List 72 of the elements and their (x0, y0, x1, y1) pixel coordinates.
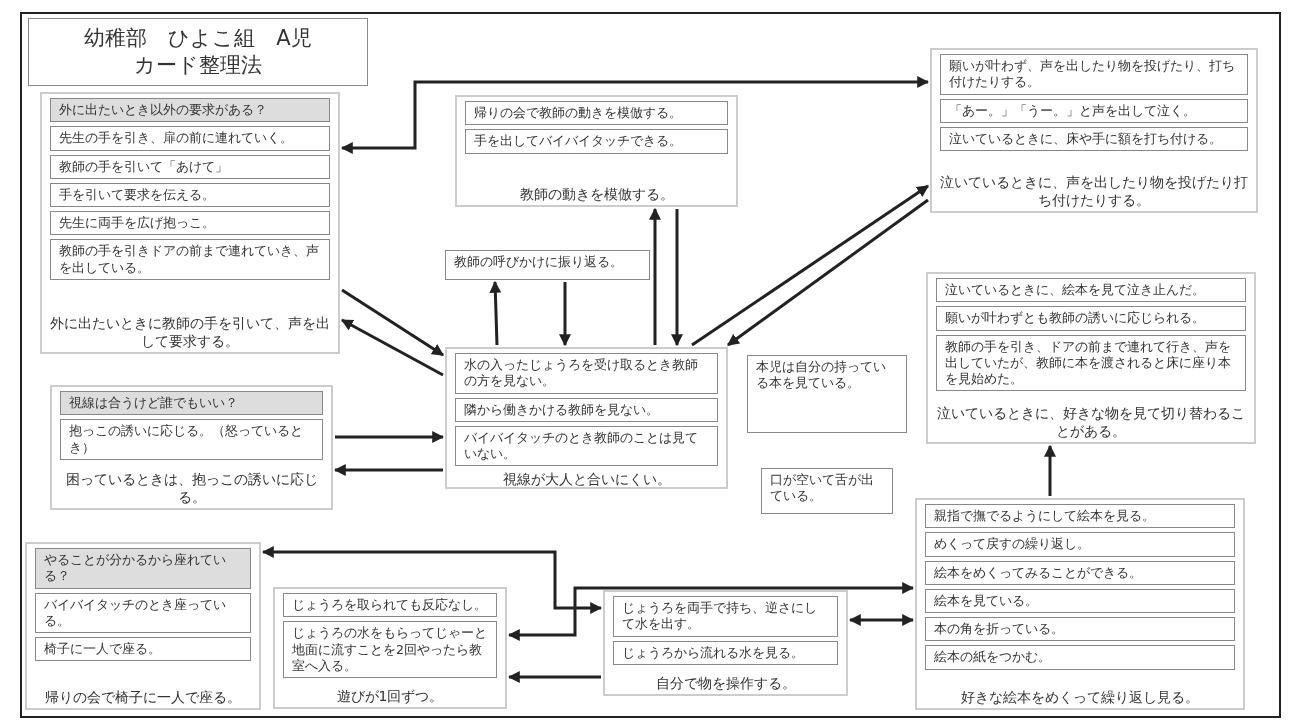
note-card: 泣いているときに、床や手に額を打ち付ける。 (940, 126, 1248, 151)
note-card: 教師の手を引きドアの前まで連れていき、声を出している。 (50, 239, 330, 280)
group-label: 帰りの会で椅子に一人で座る。 (44, 687, 242, 706)
arrow (340, 318, 444, 377)
note-card: 願いが叶わず、声を出したり物を投げたり、打ち付けたりする。 (940, 54, 1248, 95)
arrow (1044, 444, 1056, 496)
note-card: じょうろを両手で持ち、逆さにして水を出す。 (613, 596, 838, 637)
group-box (25, 542, 261, 710)
note-card: バイバイタッチのとき座っている。 (35, 592, 251, 633)
arrow (507, 582, 915, 641)
note-card: 絵本の紙をつかむ。 (925, 645, 1235, 670)
note-card: 抱っこの誘いに応じる。（怒っているとき） (60, 419, 323, 460)
arrow (727, 198, 929, 347)
group-box (603, 590, 848, 696)
note-card: 親指で撫でるようにして絵本を見る。 (925, 504, 1235, 529)
question-card: 視線は合うけど誰でもいい？ (60, 391, 323, 416)
note-card: 泣いているときに、絵本を見て泣き止んだ。 (936, 278, 1246, 303)
group-box (930, 48, 1258, 213)
group-label: 好きな絵本をめくって繰り返し見る。 (960, 687, 1200, 706)
group-box (445, 347, 728, 489)
arrow (649, 207, 661, 345)
arrow (333, 464, 443, 476)
note-card: 手を出してバイバイタッチできる。 (465, 129, 728, 154)
note-card: じょうろの水をもらってじゃーと地面に流すことを2回やったら教室へ入る。 (283, 621, 497, 678)
note-card: 絵本をめくってみることができる。 (925, 560, 1235, 585)
group-box (40, 92, 340, 354)
note-card: じょうろを取られても反応なし。 (283, 593, 497, 618)
group-box (926, 272, 1256, 444)
question-card: 外に出たいとき以外の要求がある？ (50, 98, 330, 123)
arrow (507, 671, 601, 683)
group-label: 視線が大人と合いにくい。 (501, 470, 672, 489)
note-card: 椅子に一人で座る。 (35, 637, 251, 662)
group-label: 困っているときは、抱っこの誘いに応じる。 (64, 469, 319, 506)
note-card: 水の入ったじょうろを受け取るとき教師の方を見ない。 (455, 353, 718, 394)
note-card: 隣から働きかける教師を見ない。 (455, 397, 718, 422)
note-card: 本児は自分の持っている本を見ている。 (747, 355, 907, 433)
note-card: 教師の手を引き、ドアの前まで連れて行き、声を出していたが、教師に本を渡されると床に座り本を見始めた。 (936, 334, 1246, 392)
arrow (848, 614, 915, 626)
group-label: 泣いているときに、好きな物を見て切り替わることがある。 (936, 403, 1246, 440)
group-box (50, 385, 333, 510)
note-card: 「あー。」「うー。」と声を出して泣く。 (940, 98, 1248, 123)
arrow (691, 184, 929, 347)
group-box (915, 498, 1245, 710)
note-card: バイバイタッチのとき教師のことは見ていない。 (455, 425, 718, 467)
note-card: 先生に両手を広げ抱っこ。 (50, 211, 330, 236)
note-card: 本の角を折っている。 (925, 617, 1235, 642)
note-card: 願いが叶わずとも教師の誘いに応じられる。 (936, 306, 1246, 331)
note-card: 教師の呼びかけに振り返る。 (445, 250, 650, 280)
note-card: じょうろから流れる水を見る。 (613, 640, 838, 665)
arrow (261, 546, 603, 614)
note-card: 口が空いて舌が出ている。 (761, 468, 893, 514)
group-box (273, 587, 507, 709)
arrow (335, 431, 445, 443)
note-card: 絵本を見ている。 (925, 588, 1235, 613)
note-card: 帰りの会で教師の動きを模倣する。 (465, 101, 728, 126)
note-card: 教師の手を引いて「あけて」 (50, 154, 330, 179)
group-box (455, 95, 738, 207)
arrow (340, 76, 930, 154)
group-label: 自分で物を操作する。 (654, 673, 797, 692)
arrow (341, 288, 444, 357)
group-label: 遊びが1回ずつ。 (335, 686, 445, 705)
group-label: 教師の動きを模倣する。 (518, 184, 675, 203)
group-label: 外に出たいときに教師の手を引いて、声を出して要求する。 (50, 313, 330, 350)
title-box: 幼稚部 ひよこ組 A児カード整理法 (28, 18, 368, 86)
arrow (489, 280, 502, 346)
group-label: 泣いているときに、声を出したり物を投げたり打ち付けたりする。 (940, 172, 1248, 209)
note-card: 先生の手を引き、扉の前に連れていく。 (50, 126, 330, 151)
question-card: やることが分かるから座れている？ (35, 548, 251, 589)
note-card: 手を引いて要求を伝える。 (50, 182, 330, 207)
arrow (671, 209, 683, 347)
arrow (559, 282, 571, 347)
note-card: めくって戻すの繰り返し。 (925, 532, 1235, 557)
